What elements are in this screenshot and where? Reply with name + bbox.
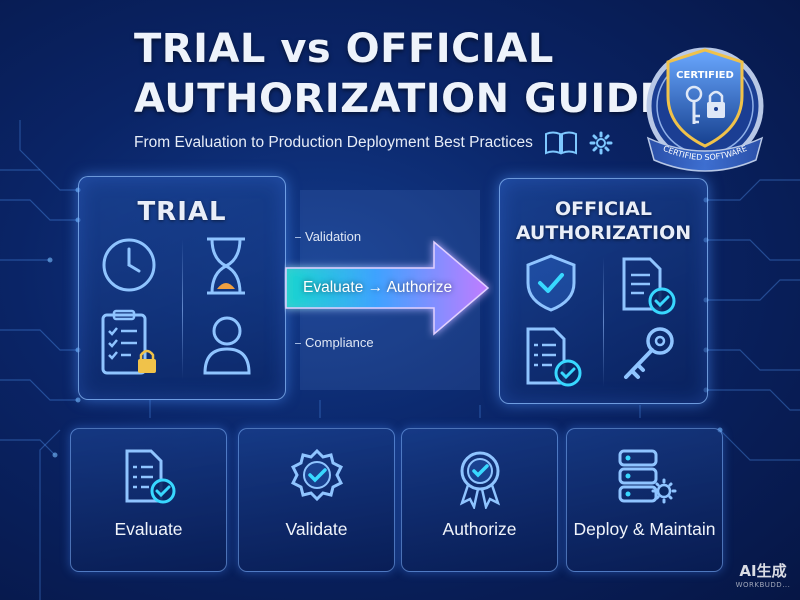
shield-check-icon xyxy=(526,254,576,312)
title-line-2: AUTHORIZATION GUIDE xyxy=(134,76,668,122)
arrow-label: Evaluate → Authorize xyxy=(303,279,453,296)
checklist-lock-icon xyxy=(101,309,156,375)
official-panel: OFFICIAL AUTHORIZATION xyxy=(499,178,708,404)
certified-badge: CERTIFIED CERTIFIED SOFTWARE xyxy=(646,47,764,172)
gear-icon xyxy=(589,131,613,155)
badge-top-text: CERTIFIED xyxy=(676,70,734,81)
step-label: Validate xyxy=(285,519,348,539)
document-check-icon xyxy=(125,449,175,504)
flow-top-label: Validation xyxy=(294,229,362,244)
title-line-1: TRIAL vs OFFICIAL xyxy=(134,26,554,72)
official-divider xyxy=(603,257,604,387)
page-title: TRIAL vs OFFICIAL AUTHORIZATION GUIDE xyxy=(134,24,667,124)
trial-heading: TRIAL xyxy=(137,197,227,227)
step-label: Evaluate xyxy=(114,519,183,539)
evaluate-authorize-arrow xyxy=(285,240,490,336)
step-label: Authorize xyxy=(442,519,517,539)
user-icon xyxy=(203,316,251,375)
shield-icon xyxy=(666,48,744,148)
watermark-main: AI生成 xyxy=(739,562,787,580)
step-deploy-maintain: Deploy & Maintain xyxy=(566,428,723,572)
step-label: Deploy & Maintain xyxy=(573,519,716,539)
award-check-icon xyxy=(459,451,500,509)
watermark: AI生成 WORKBUDD... xyxy=(731,562,795,596)
trial-divider xyxy=(182,239,183,379)
watermark-sub: WORKBUDD... xyxy=(735,581,791,589)
official-heading-line-2: AUTHORIZATION xyxy=(515,222,692,244)
trial-panel: TRIAL xyxy=(78,176,286,400)
badge-check-icon xyxy=(290,448,343,502)
key-icon xyxy=(624,327,674,379)
step-evaluate: Evaluate xyxy=(70,428,227,572)
clock-icon xyxy=(102,238,156,292)
flow-bottom-label: Compliance xyxy=(295,335,374,350)
page-subtitle: From Evaluation to Production Deployment… xyxy=(134,134,533,151)
checklist-check-icon xyxy=(526,327,582,387)
hourglass-icon xyxy=(207,237,245,295)
document-check-icon xyxy=(622,257,676,315)
subtitle-row: From Evaluation to Production Deployment… xyxy=(134,128,613,158)
server-gear-icon xyxy=(618,449,676,504)
step-validate: Validate xyxy=(238,428,395,572)
official-heading: OFFICIAL AUTHORIZATION xyxy=(500,197,707,245)
book-icon xyxy=(544,131,577,155)
official-heading-line-1: OFFICIAL xyxy=(554,198,652,220)
key-icon xyxy=(685,85,703,124)
step-authorize: Authorize xyxy=(401,428,558,572)
padlock-icon xyxy=(707,90,725,118)
